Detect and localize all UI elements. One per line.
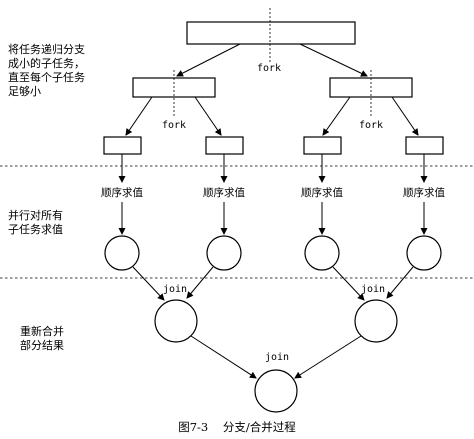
arrow-root-to-right: [299, 43, 368, 77]
join-label-right: join: [361, 284, 385, 295]
arrow-left-to-leaf-2: [194, 96, 222, 136]
arrow-result-1-to-join-left: [132, 266, 165, 301]
sequential-label-3: 顺序求值: [301, 186, 343, 199]
merge-description-line-2: 部分结果: [20, 338, 64, 352]
merge-description-line-1: 重新合并: [20, 324, 64, 338]
join-label-left: join: [163, 284, 187, 295]
arrow-join-right-to-final: [294, 335, 362, 379]
arrow-result-3-to-join-right: [332, 266, 365, 301]
right-fork-label: fork: [359, 120, 383, 131]
split-description-line-2: 成小的子任务，: [8, 56, 85, 70]
partial-join-node-right: [354, 299, 398, 343]
sequential-label-4: 顺序求值: [403, 186, 445, 199]
split-description-line-3: 直至每个子任务: [8, 70, 85, 84]
root-fork-label: fork: [257, 63, 281, 74]
arrow-result-2-to-join-left: [186, 266, 214, 299]
leaf-task-box-3: [303, 136, 342, 155]
arrow-root-to-left: [176, 43, 241, 77]
split-description-line-1: 将任务递归分支: [8, 42, 85, 56]
sequential-label-1: 顺序求值: [101, 186, 143, 199]
arrow-right-to-leaf-4: [391, 96, 419, 136]
arrow-join-left-to-final: [190, 335, 257, 379]
split-description-line-4: 足够小: [8, 85, 41, 98]
parallel-description-line-1: 并行对所有: [8, 208, 63, 222]
arrow-left-to-leaf-1: [125, 96, 153, 136]
result-node-2: [206, 235, 242, 271]
leaf-task-box-4: [405, 136, 444, 155]
result-node-1: [104, 235, 140, 271]
join-label-final: join: [265, 352, 289, 363]
result-node-3: [304, 235, 340, 271]
leaf-task-box-2: [205, 136, 244, 155]
leaf-task-box-1: [103, 136, 142, 155]
arrow-result-4-to-join-right: [386, 266, 414, 299]
parallel-description-line-2: 子任务求值: [8, 223, 63, 236]
figure-caption: 图7-3 分支/合并过程: [178, 420, 296, 434]
partial-join-node-left: [154, 299, 198, 343]
arrow-right-to-leaf-3: [322, 96, 351, 136]
left-fork-label: fork: [162, 120, 186, 131]
final-result-node: [254, 369, 298, 413]
sequential-label-2: 顺序求值: [203, 186, 245, 199]
root-task-box: [186, 21, 356, 45]
result-node-4: [406, 235, 442, 271]
